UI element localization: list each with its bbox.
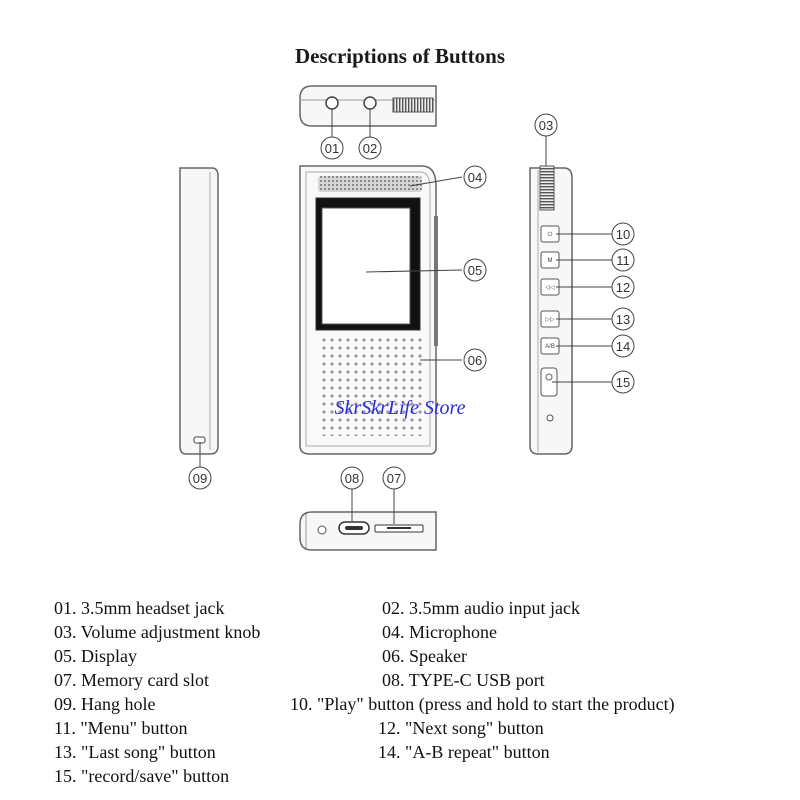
legend-item-01: 01. 3.5mm headset jack bbox=[54, 598, 225, 618]
legend-item-14: 14. "A-B repeat" button bbox=[378, 742, 550, 762]
legend-item-09: 09. Hang hole bbox=[54, 694, 156, 714]
button-legend: 01. 3.5mm headset jack 02. 3.5mm audio i… bbox=[0, 598, 800, 798]
svg-text:03: 03 bbox=[539, 118, 553, 133]
callout-10: 10 bbox=[611, 222, 635, 246]
volume-knob-icon bbox=[539, 165, 555, 211]
microphone-grille bbox=[318, 176, 422, 192]
svg-text:15: 15 bbox=[616, 375, 630, 390]
svg-text:06: 06 bbox=[468, 353, 482, 368]
callout-06: 06 bbox=[463, 348, 487, 372]
leader-lines bbox=[199, 109, 612, 524]
display-screen bbox=[321, 207, 411, 325]
legend-item-04: 04. Microphone bbox=[382, 622, 497, 642]
svg-text:A/B: A/B bbox=[545, 344, 555, 350]
svg-text:⏻: ⏻ bbox=[548, 231, 553, 238]
headset-jack-icon bbox=[325, 96, 339, 110]
legend-item-05: 05. Display bbox=[54, 646, 137, 666]
callout-09: 09 bbox=[188, 466, 212, 490]
audio-input-jack-icon bbox=[363, 96, 377, 110]
diagram-title: Descriptions of Buttons bbox=[294, 44, 505, 68]
legend-item-07: 07. Memory card slot bbox=[54, 670, 209, 690]
svg-text:▷▷: ▷▷ bbox=[545, 317, 555, 323]
svg-text:10: 10 bbox=[616, 227, 630, 242]
callout-14: 14 bbox=[611, 334, 635, 358]
svg-text:11: 11 bbox=[616, 253, 630, 268]
right-side-view: ⏻ M ◁◁ ▷▷ A/B bbox=[529, 165, 573, 455]
callout-05: 05 bbox=[463, 258, 487, 282]
front-view bbox=[299, 165, 438, 455]
reset-hole-icon bbox=[546, 414, 554, 422]
legend-item-08: 08. TYPE-C USB port bbox=[382, 670, 545, 690]
callout-02: 02 bbox=[358, 136, 382, 160]
legend-item-02: 02. 3.5mm audio input jack bbox=[382, 598, 580, 618]
callouts: 01 02 03 04 05 06 07 08 09 10 11 12 13 1… bbox=[188, 113, 635, 490]
legend-item-12: 12. "Next song" button bbox=[378, 718, 544, 738]
store-watermark: SkrSkrLife Store bbox=[335, 397, 466, 419]
svg-text:14: 14 bbox=[616, 339, 630, 354]
callout-03: 03 bbox=[534, 113, 558, 137]
legend-item-06: 06. Speaker bbox=[382, 646, 467, 666]
callout-11: 11 bbox=[611, 248, 635, 272]
callout-15: 15 bbox=[611, 370, 635, 394]
svg-text:07: 07 bbox=[387, 471, 401, 486]
legend-item-15: 15. "record/save" button bbox=[54, 766, 230, 786]
bottom-view bbox=[299, 511, 437, 551]
top-view bbox=[299, 85, 437, 127]
svg-text:◁◁: ◁◁ bbox=[545, 285, 555, 291]
callout-04: 04 bbox=[463, 165, 487, 189]
left-side-view bbox=[179, 167, 219, 455]
callout-13: 13 bbox=[611, 307, 635, 331]
svg-text:09: 09 bbox=[193, 471, 207, 486]
svg-text:M: M bbox=[548, 258, 553, 264]
callout-12: 12 bbox=[611, 275, 635, 299]
volume-knob-top-icon bbox=[392, 97, 434, 113]
callout-01: 01 bbox=[320, 136, 344, 160]
legend-item-13: 13. "Last song" button bbox=[54, 742, 216, 762]
callout-08: 08 bbox=[340, 466, 364, 490]
speaker-grille bbox=[318, 336, 422, 436]
svg-text:08: 08 bbox=[345, 471, 359, 486]
svg-text:05: 05 bbox=[468, 263, 482, 278]
legend-item-10: 10. "Play" button (press and hold to sta… bbox=[290, 694, 675, 714]
svg-text:13: 13 bbox=[616, 312, 630, 327]
device-diagram: ⏻ M ◁◁ ▷▷ A/B bbox=[179, 85, 635, 551]
callout-07: 07 bbox=[382, 466, 406, 490]
legend-item-03: 03. Volume adjustment knob bbox=[54, 622, 261, 642]
svg-text:02: 02 bbox=[363, 141, 377, 156]
svg-text:04: 04 bbox=[468, 170, 482, 185]
legend-item-11: 11. "Menu" button bbox=[54, 718, 188, 738]
svg-text:01: 01 bbox=[325, 141, 339, 156]
svg-text:12: 12 bbox=[616, 280, 630, 295]
